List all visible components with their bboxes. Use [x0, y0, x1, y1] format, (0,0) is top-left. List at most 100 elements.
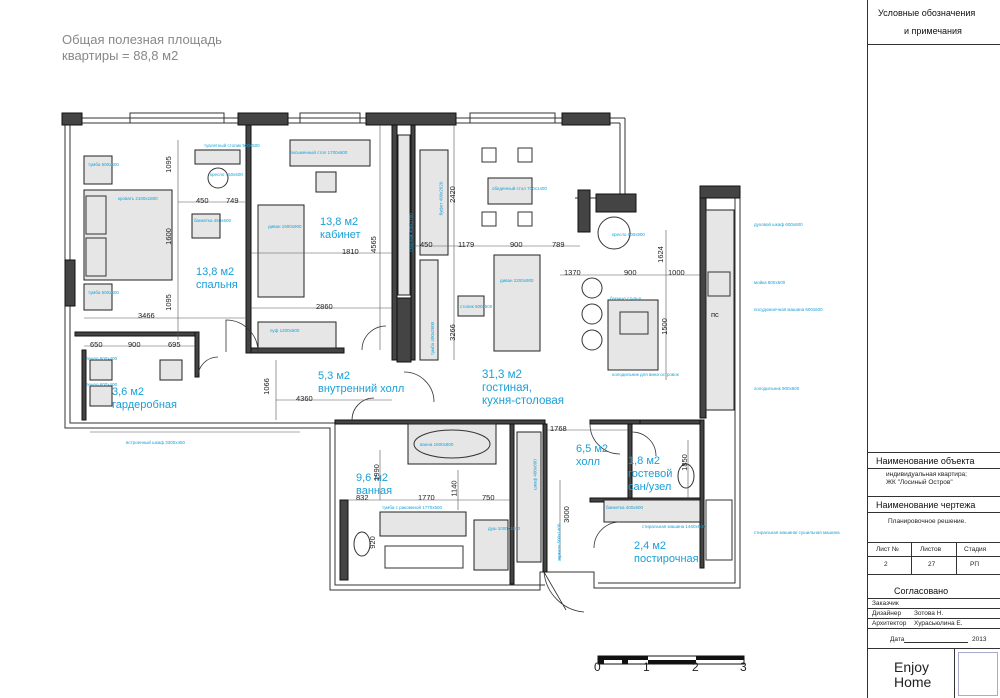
furniture-note: кресло 450х600: [210, 172, 243, 177]
dim-text: 1370: [564, 268, 581, 277]
doors: [197, 319, 657, 613]
dim-text: 2420: [447, 186, 457, 203]
designer-name: Зотова Н.: [914, 610, 944, 617]
interior-walls: [74, 124, 707, 585]
room-laundry: 2,4 м2 постирочная: [634, 540, 699, 566]
room-area: 5,3 м2: [318, 370, 351, 382]
room-name: ванная: [356, 485, 393, 497]
furniture-note: обеденный стол 700х1400: [492, 186, 547, 191]
dim-text: 1810: [342, 247, 359, 256]
room-area: 13,8 м2: [320, 216, 359, 228]
total-area-line2: квартиры = 88,8 м2: [62, 48, 179, 63]
sheet-number: 2: [884, 561, 888, 568]
designer-label: Дизайнер: [872, 610, 902, 617]
furniture-note: письменный стол 1700х600: [290, 150, 348, 155]
room-area: 13,8 м2: [196, 266, 235, 278]
total-area-line1: Общая полезная площадь: [62, 32, 222, 47]
dimension-lines: [84, 125, 700, 560]
dim-text: 4360: [296, 394, 313, 403]
scale-tick: 0: [594, 660, 601, 674]
furniture-note: тумба 400х2600: [430, 321, 436, 356]
room-inner-hall: 5,3 м2 внутренний холл: [318, 370, 404, 396]
dim-text: 789: [552, 240, 565, 249]
room-hall: 6,5 м2 холл: [576, 443, 608, 469]
furniture-note: зеркало 500х1400: [556, 523, 562, 562]
room-study: 13,8 м2 кабинет: [320, 216, 360, 242]
room-name: гардеробная: [112, 399, 177, 411]
room-area: 2,4 м2: [634, 540, 667, 552]
dim-text: 2860: [316, 302, 333, 311]
architect-label: Архитектор: [872, 620, 907, 627]
furniture-note: посудомоечная машина 600х600: [754, 307, 823, 312]
dim-text: 750: [482, 493, 495, 502]
customer-label: Заказчик: [872, 600, 899, 607]
stage-header: Стадия: [964, 546, 987, 553]
dim-text: 450: [420, 240, 433, 249]
furniture-note: тумба 600х600: [88, 290, 119, 295]
room-guest-wc: 1,8 м2 гостевой сан/узел: [628, 455, 672, 494]
dim-text: 1500: [659, 318, 669, 335]
furniture-note: холодильник для вина островок: [612, 372, 679, 377]
furniture-note: пенал 600х400: [86, 382, 118, 387]
furniture-note: диван 1900х900: [268, 224, 302, 229]
room-area: 31,3 м2: [482, 369, 522, 381]
dim-text: 1624: [655, 246, 665, 263]
appliance-label: пс: [711, 310, 719, 319]
object-value-2: ЖК "Лосиный Остров": [886, 479, 953, 486]
sheet-header: Лист №: [876, 546, 899, 553]
dim-text: 1600: [163, 228, 173, 245]
furniture-note: пенал 600х400: [86, 356, 118, 361]
dim-text: 1140: [449, 480, 459, 497]
dim-text: 1768: [550, 424, 567, 433]
scale-bar: [597, 655, 745, 665]
furniture-note: ванна 1600х800: [420, 442, 454, 447]
dim-text: 3000: [561, 506, 571, 523]
furniture-note: пуф 1200х600: [270, 328, 300, 333]
room-bedroom: 13,8 м2 спальня: [196, 266, 238, 292]
furniture-note: духовой шкаф 600х600: [754, 222, 803, 227]
room-name-2: кухня-столовая: [482, 395, 564, 407]
logo-mark: [958, 652, 998, 696]
drawing-label: Наименование чертежа: [876, 500, 976, 510]
windows: [61, 112, 741, 307]
furniture-note: банкетка 450х600: [194, 218, 231, 223]
room-living-kitchen: 31,3 м2 гостиная, кухня-столовая: [482, 369, 564, 408]
date-label: Дата: [890, 636, 905, 643]
date-year: 2013: [972, 636, 987, 643]
room-name: спальня: [196, 279, 238, 291]
room-area: 9,6 м2: [356, 472, 389, 484]
title-block: Условные обозначения и примечания Наимен…: [867, 0, 1000, 698]
furniture-note: кровать 2100х1800: [118, 196, 158, 201]
logo-text-1: Enjoy: [894, 659, 930, 675]
sheets-count: 27: [928, 561, 936, 568]
dim-text: 695: [168, 340, 181, 349]
furniture-note: душ 1000х1500: [488, 526, 521, 531]
room-name: кабинет: [320, 229, 361, 241]
furniture-note: стеллаж 400х2700: [408, 213, 414, 252]
furniture-note: барные стулья: [610, 296, 641, 301]
scale-tick: 1: [643, 660, 650, 674]
architect-name: Хурасьюлина Е.: [914, 620, 963, 627]
dim-text: 1095: [163, 156, 173, 173]
dim-text: 832: [356, 493, 369, 502]
stage-value: РП: [970, 561, 980, 568]
dim-text: 3266: [447, 324, 457, 341]
furniture-note: столик 500х500: [460, 304, 493, 309]
furniture-note: кресло 900х900: [612, 232, 645, 237]
dim-text: 1066: [261, 378, 271, 395]
room-wardrobe: 3,6 м2 гардеробная: [112, 386, 177, 412]
furniture-note: буфет 490х2620: [438, 181, 444, 216]
dim-text: 650: [90, 340, 103, 349]
furniture: [83, 134, 735, 571]
dim-text: 1095: [163, 294, 173, 311]
furniture-note: холодильник 900х600: [754, 386, 800, 391]
legend-subtitle: и примечания: [904, 26, 962, 36]
room-name: холл: [576, 456, 601, 468]
dim-text: 1770: [418, 493, 435, 502]
object-label: Наименование объекта: [876, 456, 975, 466]
dim-text: 4565: [368, 236, 378, 253]
dim-text: 749: [226, 196, 239, 205]
logo-text-2: Home: [894, 674, 932, 690]
room-bathroom: 9,6 м2 ванная: [356, 472, 392, 498]
dim-text: 920: [367, 536, 377, 549]
